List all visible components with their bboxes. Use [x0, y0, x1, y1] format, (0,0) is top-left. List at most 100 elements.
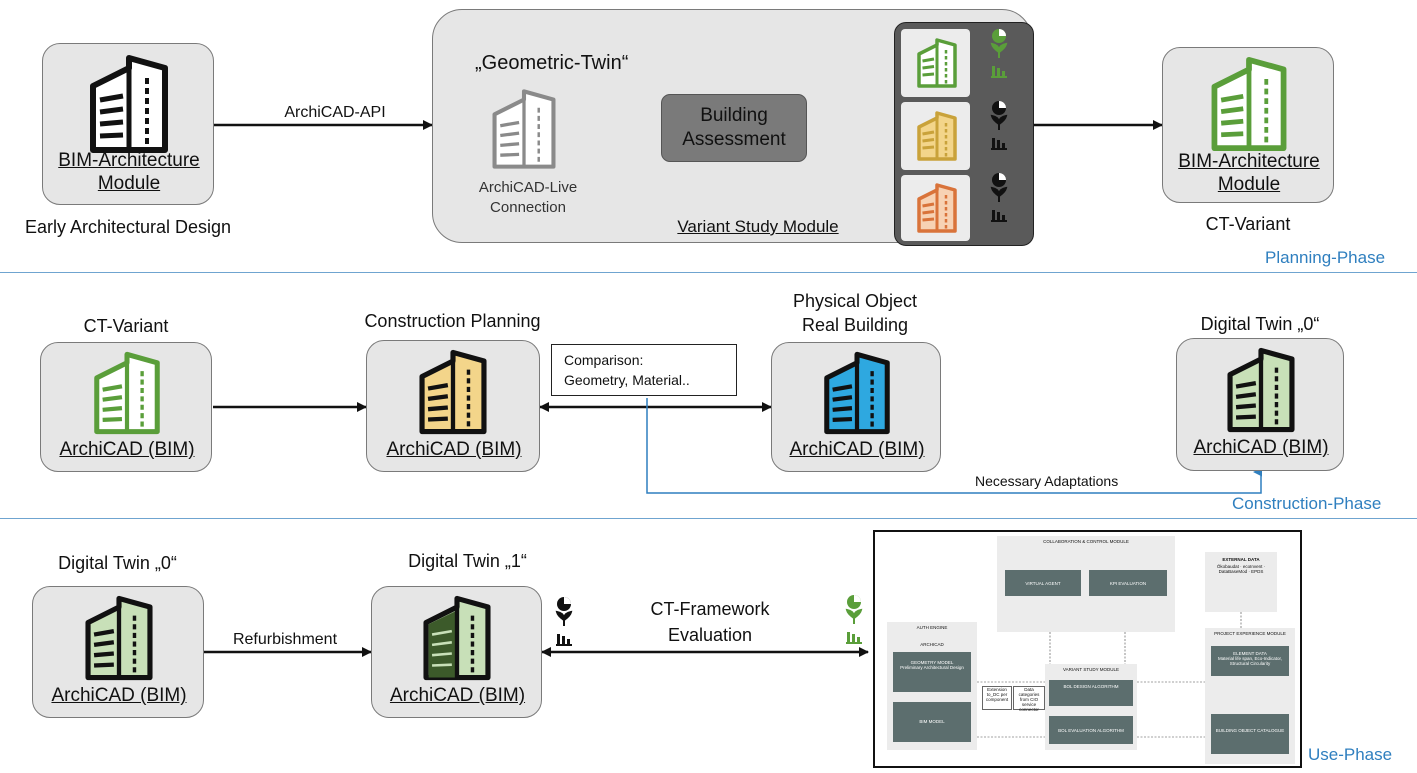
project-module-label: PROJECT EXPERIENCE MODULE	[1214, 631, 1286, 636]
comparison-detail: Geometry, Material..	[564, 372, 690, 388]
ct-framework-thumbnail[interactable]: COLLABORATION & CONTROL MODULE VIRTUAL A…	[873, 530, 1302, 768]
archicad-label: ArchiCAD (BIM)	[386, 439, 522, 460]
digital-twin0-card[interactable]: ArchiCAD (BIM)	[1176, 338, 1344, 471]
kpi-icons-green-2	[845, 595, 863, 644]
evaluation-label: Evaluation	[667, 625, 753, 645]
building-icon	[90, 55, 168, 153]
variant-study-panel: VARIANT STUDY MODULE BOL DESIGN ALGORITH…	[1045, 664, 1137, 750]
real-building-title: Real Building	[801, 315, 909, 335]
building-icon-green	[917, 38, 957, 88]
evaluation-algorithm-label: BOL EVALUATION ALGORITHM	[1058, 728, 1124, 733]
variant-study-module: „Geometric-Twin“ ArchiCAD-Live Connectio…	[432, 9, 1034, 246]
element-data-sub: Material life span, Eco-Indicator, Struc…	[1217, 656, 1283, 666]
virtual-agent-label: VIRTUAL AGENT	[1025, 581, 1061, 586]
top-module-panel: COLLABORATION & CONTROL MODULE VIRTUAL A…	[997, 536, 1175, 632]
construction-planning-card[interactable]: ArchiCAD (BIM)	[366, 340, 540, 472]
variant-study-small-label: VARIANT STUDY MODULE	[1062, 667, 1119, 672]
geometry-model-label: GEOMETRY MODEL	[910, 660, 954, 665]
use-phase-label: Use-Phase	[1308, 745, 1393, 764]
top-module-label: COLLABORATION & CONTROL MODULE	[1043, 539, 1129, 544]
external-data-panel: EXTERNAL DATA Ökobaudat · ecoInvent · Da…	[1205, 552, 1277, 612]
archicad-label: ArchiCAD (BIM)	[51, 685, 187, 706]
building-icon-blue	[824, 351, 890, 435]
variant-orange[interactable]	[901, 175, 970, 241]
design-algorithm-box: BOL DESIGN ALGORITHM	[1049, 680, 1133, 706]
element-data-label: ELEMENT DATA	[1233, 651, 1267, 656]
ct-variant-label: CT-Variant	[1205, 214, 1291, 234]
thumbnail-connectors	[977, 612, 1242, 738]
geometry-model-sub: Preliminary Architectural Design	[900, 665, 964, 670]
construction-phase-label: Construction-Phase	[1232, 494, 1382, 513]
kpi-icons-black-2	[990, 173, 1008, 222]
live-connection-label: ArchiCAD-Live Connection	[478, 179, 578, 216]
kpi-icons-black-3	[555, 597, 573, 646]
building-icon-orange	[917, 183, 957, 233]
archicad-label: ArchiCAD (BIM)	[789, 439, 925, 460]
planning-phase-label: Planning-Phase	[1265, 248, 1386, 267]
geometry-model-box: GEOMETRY MODEL Preliminary Architectural…	[893, 652, 971, 692]
archicad-label-small: ARCHICAD	[920, 642, 944, 647]
virtual-agent-box: VIRTUAL AGENT	[1005, 570, 1081, 596]
archicad-label: ArchiCAD (BIM)	[59, 439, 195, 460]
early-design-label: Early Architectural Design	[24, 217, 232, 237]
note-right: Data categories from CIO service connect…	[1013, 686, 1045, 712]
geometric-building-icon	[492, 89, 556, 169]
building-assessment-box[interactable]: Building Assessment	[661, 94, 807, 162]
comparison-box: Comparison: Geometry, Material..	[551, 344, 737, 396]
module-label: BIM-Architecture Module	[1178, 151, 1320, 195]
building-icon-light-green	[85, 595, 153, 681]
kpi-eval-label: KPI EVALUATION	[1109, 581, 1147, 586]
note-left-label: Extension to_DC per component	[985, 687, 1009, 702]
building-icon-light-green	[1227, 347, 1295, 433]
result-architecture-module-card[interactable]: BIM-Architecture Module	[1162, 47, 1334, 203]
adaptations-label: Necessary Adaptations	[975, 473, 1119, 489]
project-module-panel: PROJECT EXPERIENCE MODULE ELEMENT DATA M…	[1205, 628, 1295, 764]
refurbishment-label: Refurbishment	[232, 631, 338, 648]
building-icon-yellow	[917, 111, 957, 161]
digital-twin1-title: Digital Twin „1“	[408, 551, 527, 571]
variant-yellow[interactable]	[901, 102, 970, 170]
ct-variant-title: CT-Variant	[83, 316, 169, 336]
auth-engine-panel: AUTH ENGINE ARCHICAD GEOMETRY MODEL Prel…	[887, 622, 977, 750]
kpi-eval-box: KPI EVALUATION	[1089, 570, 1167, 596]
bim-model-box: BIM MODEL	[893, 702, 971, 742]
element-data-box: ELEMENT DATA Material life span, Eco-Ind…	[1211, 646, 1289, 676]
adaptations-line	[646, 398, 1262, 494]
archicad-label: ArchiCAD (BIM)	[389, 685, 526, 706]
building-assessment-label: Building Assessment	[682, 105, 786, 150]
note-left: Extension to_DC per component	[982, 686, 1012, 710]
digital-twin0-use-card[interactable]: ArchiCAD (BIM)	[32, 586, 204, 718]
evaluation-algorithm-box: BOL EVALUATION ALGORITHM	[1049, 716, 1133, 744]
design-algorithm-label: BOL DESIGN ALGORITHM	[1063, 684, 1119, 689]
building-object-box: BUILDING OBJECT CATALOGUE	[1211, 714, 1289, 754]
physical-object-title: Physical Object	[792, 291, 918, 311]
external-data-label: EXTERNAL DATA	[1222, 557, 1260, 562]
archicad-api-label: ArchiCAD-API	[284, 104, 386, 121]
comparison-label: Comparison:	[564, 352, 644, 368]
physical-object-card[interactable]: ArchiCAD (BIM)	[771, 342, 941, 472]
building-icon-green	[1211, 56, 1287, 152]
variant-stack	[894, 22, 1034, 246]
bim-model-label: BIM MODEL	[919, 719, 945, 724]
kpi-icons-green	[990, 29, 1008, 78]
digital-twin0-title: Digital Twin „0“	[1200, 314, 1320, 334]
archicad-label: ArchiCAD (BIM)	[1193, 437, 1329, 458]
external-data-sub: Ökobaudat · ecoInvent · DataBaseMod · EP…	[1216, 564, 1266, 574]
digital-twin0-use-title: Digital Twin „0“	[58, 553, 177, 573]
kpi-icons-black-1	[990, 101, 1008, 150]
geometric-twin-label: „Geometric-Twin“	[475, 52, 629, 74]
bim-architecture-module-card[interactable]: BIM-Architecture Module	[42, 43, 214, 205]
construction-separator	[0, 518, 1417, 519]
ct-variant-card[interactable]: ArchiCAD (BIM)	[40, 342, 212, 472]
digital-twin1-card[interactable]: ArchiCAD (BIM)	[371, 586, 542, 718]
building-icon-yellow	[419, 349, 487, 435]
building-icon-green-facade	[423, 595, 491, 681]
building-object-label: BUILDING OBJECT CATALOGUE	[1215, 728, 1285, 733]
ct-framework-label: CT-Framework	[650, 599, 770, 619]
variant-green[interactable]	[901, 29, 970, 97]
auth-engine-label: AUTH ENGINE	[916, 625, 948, 630]
note-right-label: Data categories from CIO service connect…	[1018, 687, 1040, 712]
variant-study-label: Variant Study Module	[677, 217, 839, 236]
module-label: BIM-Architecture Module	[58, 150, 200, 194]
